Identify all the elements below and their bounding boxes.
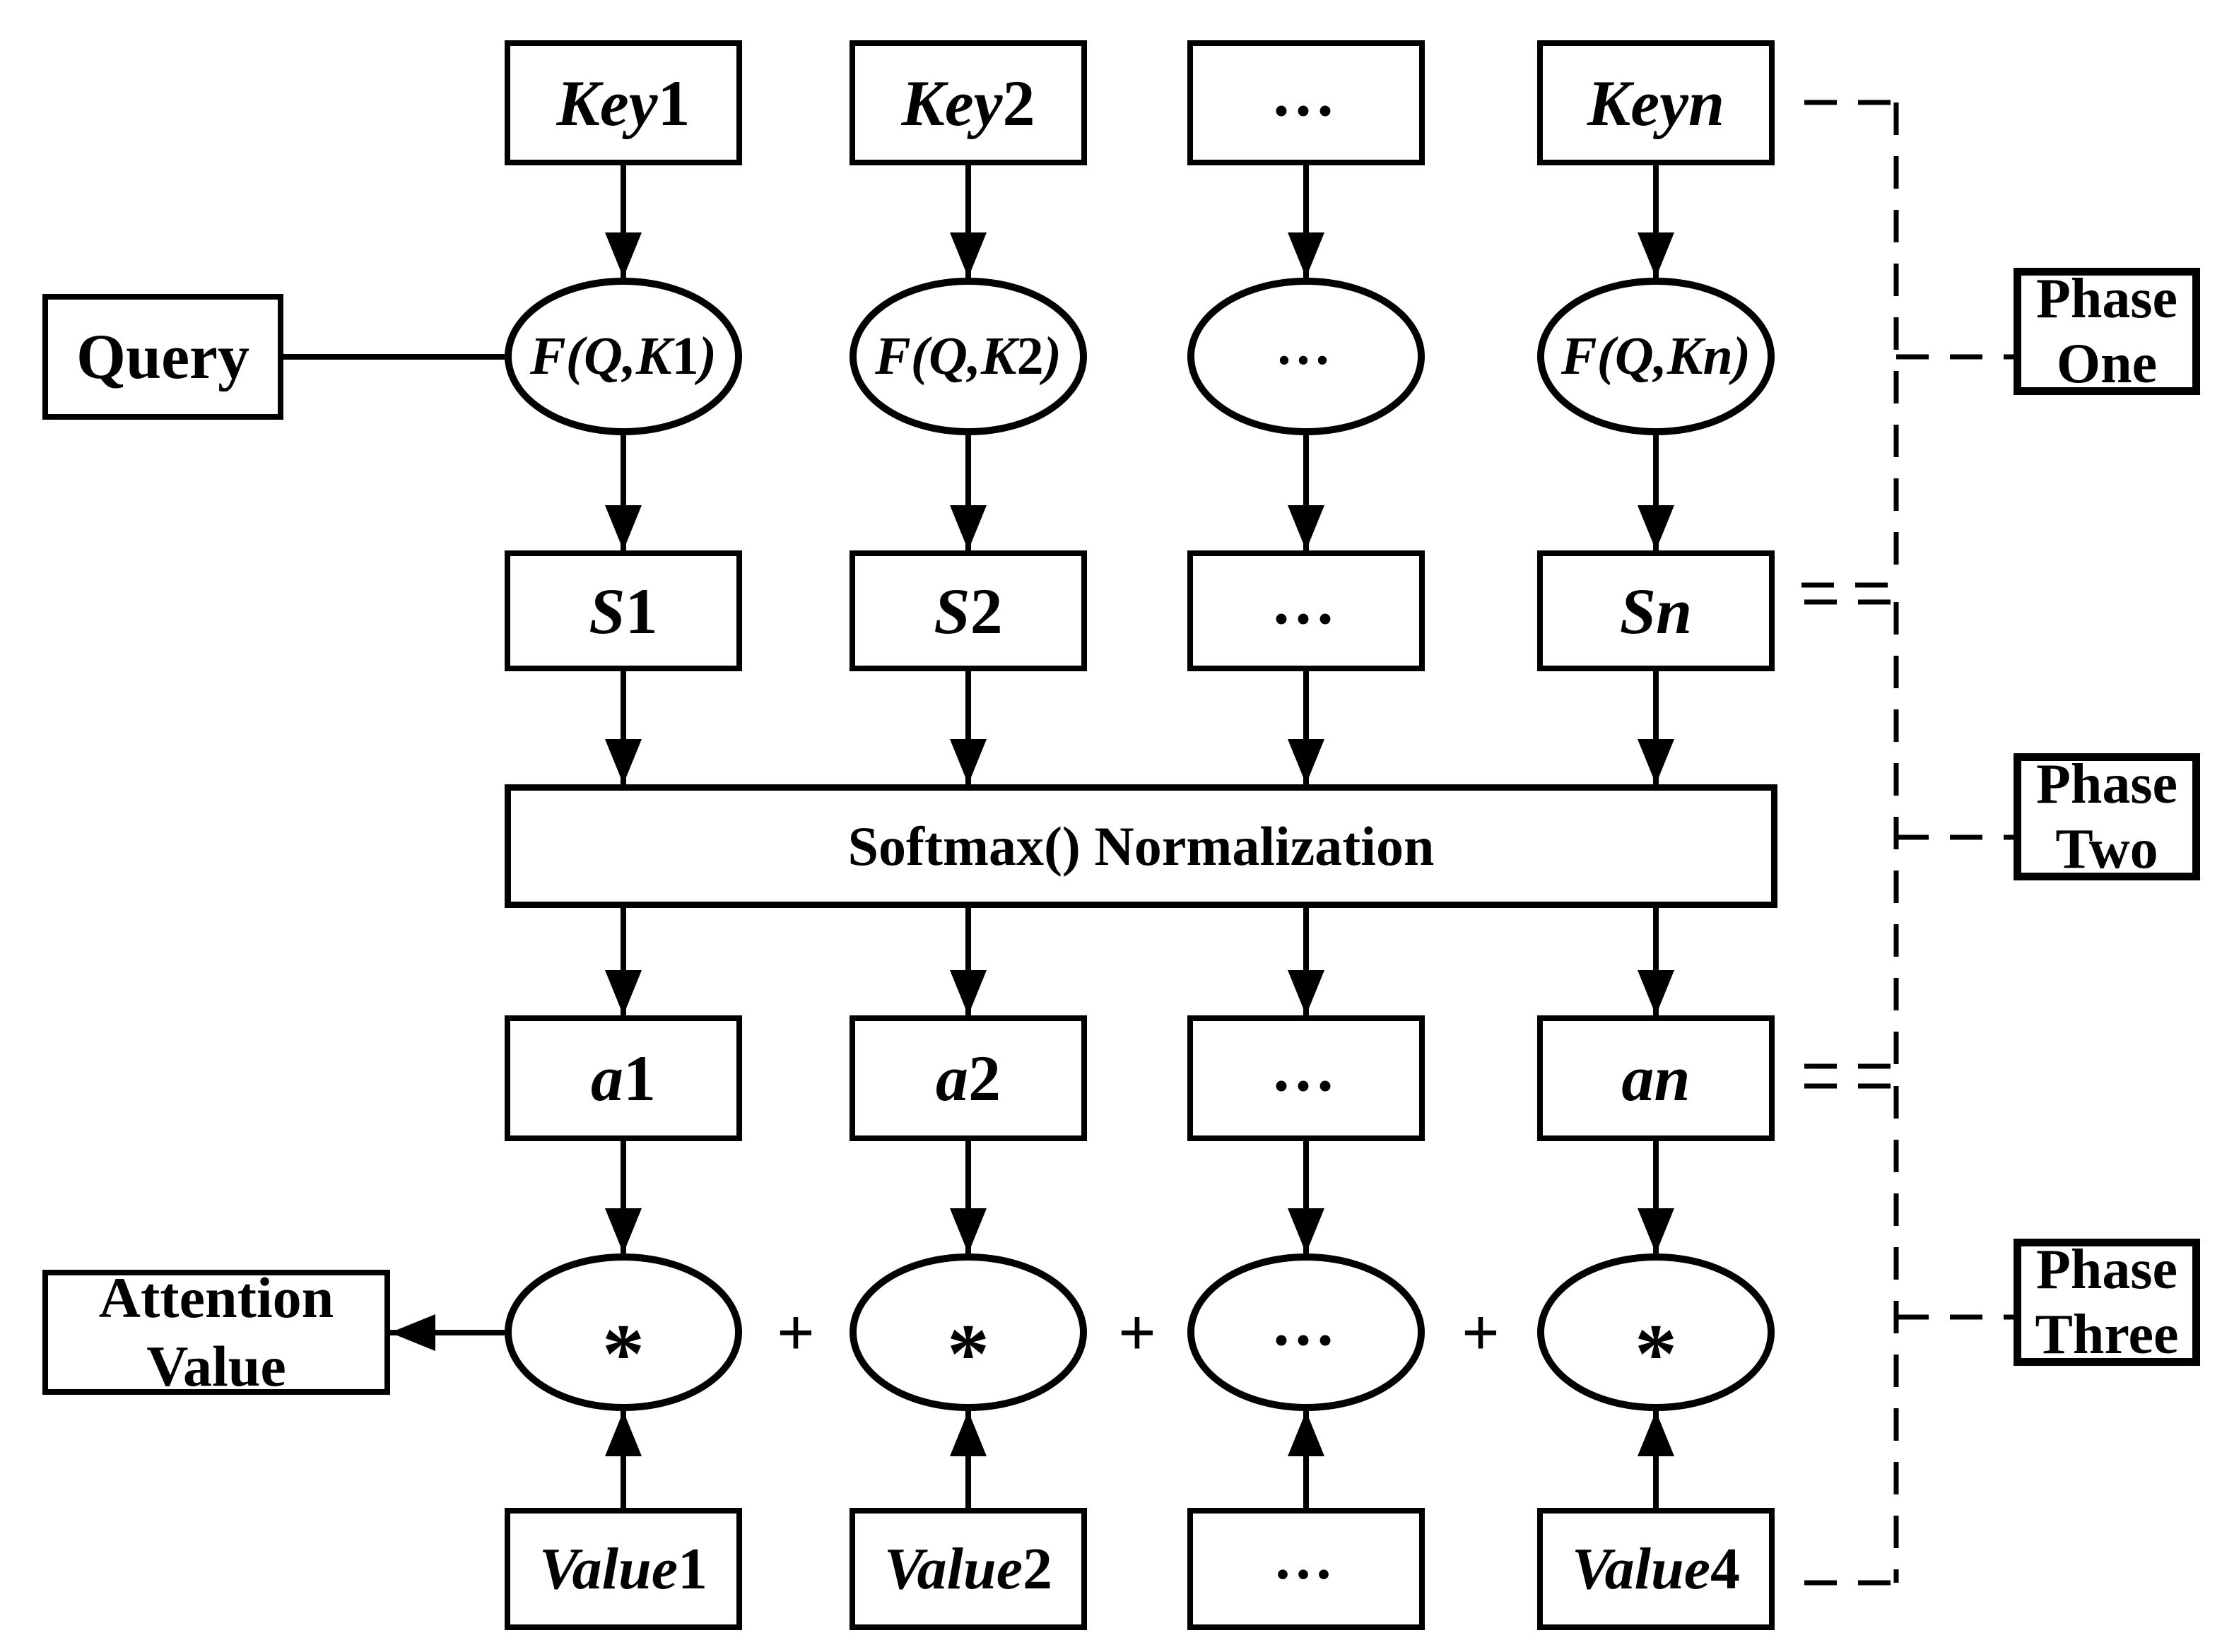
an-box: an bbox=[1537, 1015, 1775, 1141]
a-ellipsis-label: ... bbox=[1273, 1032, 1339, 1104]
multiply2-label: * bbox=[947, 1306, 989, 1400]
multiply1-label: * bbox=[602, 1306, 645, 1400]
f-qk1-label: F(Q,K1) bbox=[530, 326, 717, 386]
key2-label: Key2 bbox=[901, 66, 1035, 139]
multiplyn-label: * bbox=[1635, 1306, 1677, 1400]
f-ellipsis-ellipse: ... bbox=[1187, 278, 1425, 435]
value2-label: Value2 bbox=[883, 1536, 1053, 1602]
multiply-ellipsis-label: ... bbox=[1273, 1286, 1339, 1359]
f-qkn-label: F(Q,Kn) bbox=[1560, 326, 1751, 386]
key-ellipsis-label: ... bbox=[1273, 57, 1339, 129]
plus-sign-3: + bbox=[1461, 1295, 1500, 1370]
keyn-label: Keyn bbox=[1587, 66, 1725, 139]
key1-box: Key1 bbox=[505, 40, 742, 165]
s1-box: S1 bbox=[505, 550, 742, 671]
multiply2-ellipse: * bbox=[850, 1253, 1087, 1411]
s1-label: S1 bbox=[589, 574, 658, 647]
key-ellipsis-box: ... bbox=[1187, 40, 1425, 165]
f-qkn-ellipse: F(Q,Kn) bbox=[1537, 278, 1775, 435]
attention-value-box: Attention Value bbox=[42, 1265, 390, 1398]
multiplyn-ellipse: * bbox=[1537, 1253, 1775, 1411]
phase-three-label: Phase Three bbox=[2035, 1239, 2179, 1366]
key1-label: Key1 bbox=[556, 66, 690, 139]
a-ellipsis-box: ... bbox=[1187, 1015, 1425, 1141]
a2-label: a2 bbox=[936, 1042, 1001, 1114]
f-qk2-ellipse: F(Q,K2) bbox=[850, 278, 1087, 435]
key2-box: Key2 bbox=[850, 40, 1087, 165]
keyn-box: Keyn bbox=[1537, 40, 1775, 165]
phase-three-box: Phase Three bbox=[2014, 1239, 2200, 1366]
s2-label: S2 bbox=[934, 574, 1003, 647]
value-ellipsis-label: ... bbox=[1275, 1526, 1337, 1592]
phase-one-label: Phase One bbox=[2036, 268, 2177, 395]
phase-two-box: Phase Two bbox=[2014, 753, 2200, 880]
a2-box: a2 bbox=[850, 1015, 1087, 1141]
value1-box: Value1 bbox=[505, 1508, 742, 1630]
value1-label: Value1 bbox=[539, 1536, 708, 1602]
attention-value-label: Attention Value bbox=[98, 1265, 334, 1398]
value4-box: Value4 bbox=[1537, 1508, 1775, 1630]
phase-two-label: Phase Two bbox=[2036, 753, 2177, 880]
multiply1-ellipse: * bbox=[505, 1253, 742, 1411]
a1-box: a1 bbox=[505, 1015, 742, 1141]
s-ellipsis-label: ... bbox=[1273, 565, 1339, 637]
sn-label: Sn bbox=[1619, 574, 1693, 647]
multiply-ellipsis-ellipse: ... bbox=[1187, 1253, 1425, 1411]
plus-sign-1: + bbox=[776, 1295, 816, 1370]
s-ellipsis-box: ... bbox=[1187, 550, 1425, 671]
f-qk2-label: F(Q,K2) bbox=[875, 326, 1062, 386]
a1-label: a1 bbox=[591, 1042, 656, 1114]
sn-box: Sn bbox=[1537, 550, 1775, 671]
an-label: an bbox=[1621, 1042, 1691, 1114]
phase-one-box: Phase One bbox=[2014, 268, 2200, 395]
value2-box: Value2 bbox=[850, 1508, 1087, 1630]
f-ellipsis-label: ... bbox=[1277, 317, 1335, 376]
f-qk1-ellipse: F(Q,K1) bbox=[505, 278, 742, 435]
query-label: Query bbox=[76, 321, 249, 392]
value4-label: Value4 bbox=[1571, 1536, 1741, 1602]
softmax-normalization-label: Softmax() Normalization bbox=[847, 815, 1435, 877]
query-box: Query bbox=[42, 294, 283, 420]
softmax-normalization-box: Softmax() Normalization bbox=[505, 784, 1777, 908]
value-ellipsis-box: ... bbox=[1187, 1508, 1425, 1630]
plus-sign-2: + bbox=[1117, 1295, 1157, 1370]
s2-box: S2 bbox=[850, 550, 1087, 671]
